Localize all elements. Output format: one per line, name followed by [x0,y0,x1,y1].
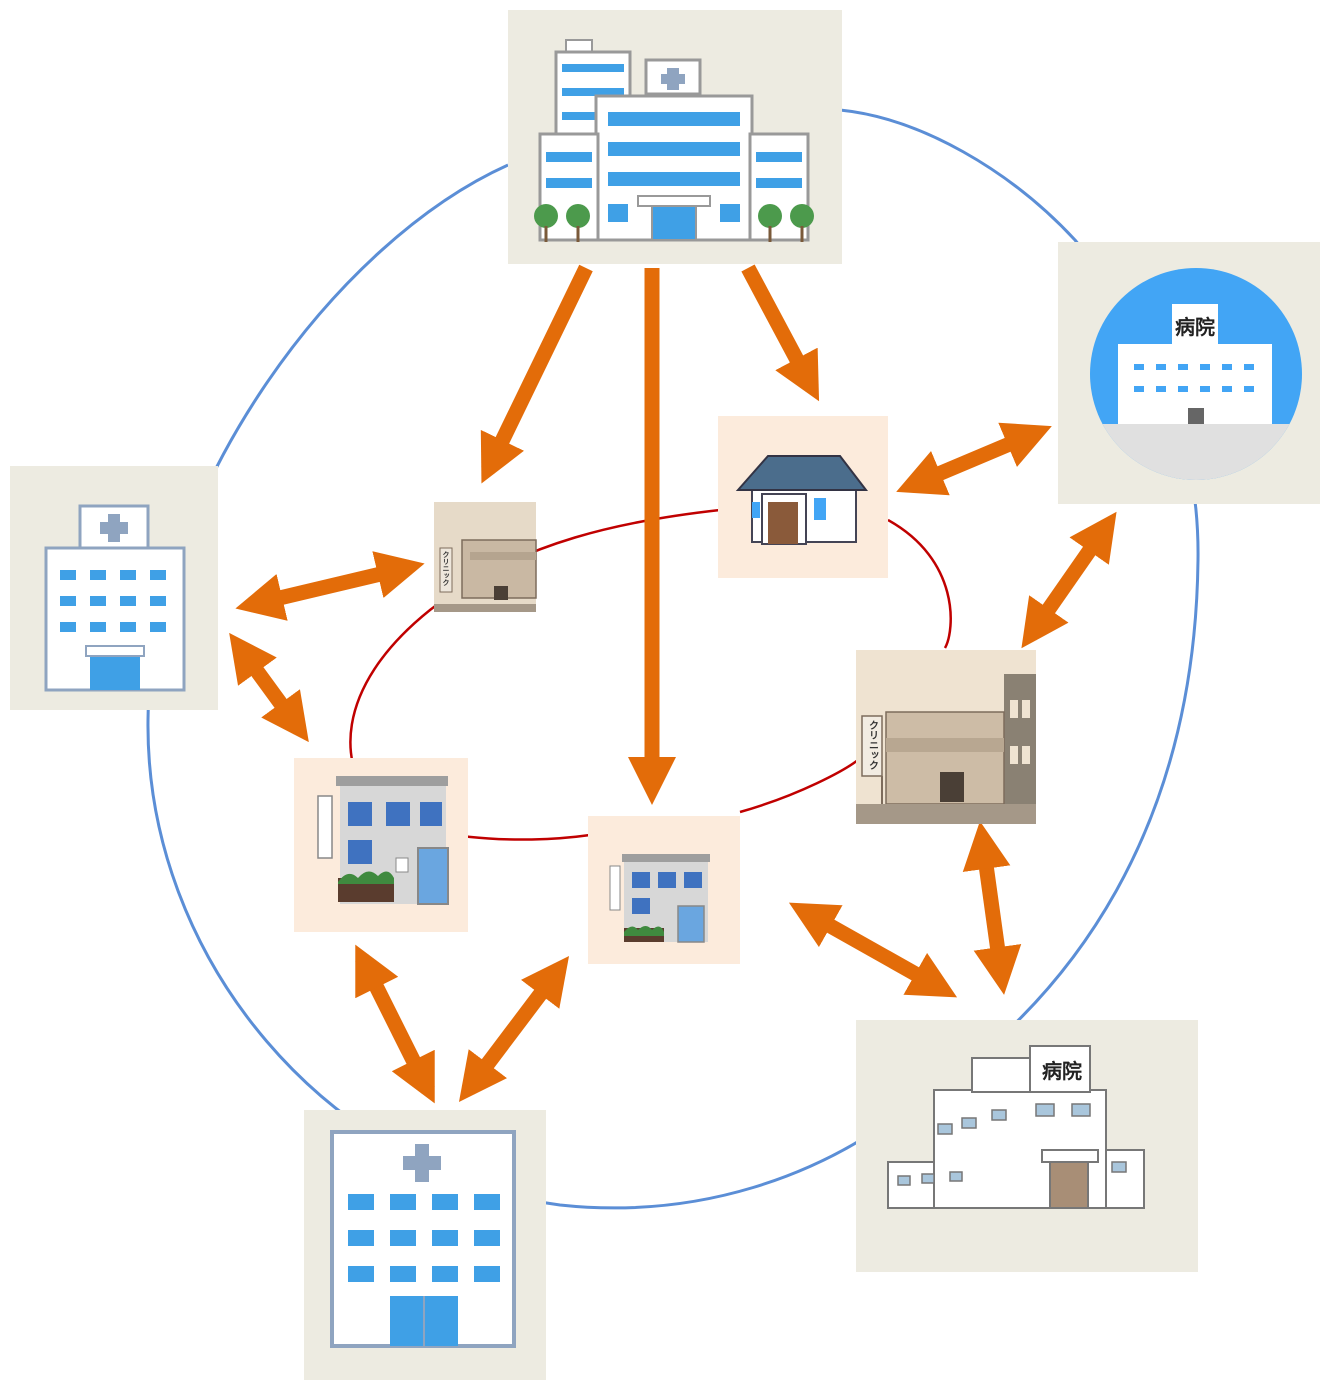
hospital-building-icon: 病院 [856,1020,1198,1272]
arrow-hospital-left-clinic-small [235,551,425,621]
clinic-large-sign: クリニック [867,720,879,770]
arrow-hub-to-clinic-house [741,264,820,402]
arrow-hub-to-clinic-small [480,264,593,484]
arrow-hospital-left-clinic-office-left [229,632,309,743]
arrow-clinic-office-center-hospital-bottom [458,956,570,1102]
hospital-circle-icon: 病院 [1058,242,1320,504]
arrows [229,264,1117,1104]
arrow-clinic-house-hospital-circle [896,422,1052,496]
arrow-clinic-office-left-hospital-bottom [355,944,435,1104]
arrow-clinic-large-hospital-bottom-right [962,821,1022,995]
clinic-building-icon: クリニック [434,502,537,612]
arrow-clinic-office-center-hospital-bottom-right [788,902,958,998]
hospital-circle-sign: 病院 [1175,315,1215,339]
arrow-hospital-circle-clinic-large [1021,511,1117,649]
hospital-cross-icon [304,1110,546,1380]
office-clinic-icon [588,816,740,964]
hospital-cross-icon [10,466,218,710]
house-clinic-icon [718,416,888,578]
clinic-building-icon: クリニック [856,650,1036,824]
hospital-bottom-right-sign: 病院 [1042,1059,1082,1083]
clinic-small-sign: クリニック [442,551,450,586]
office-clinic-icon [294,758,468,932]
hospital-complex-icon [508,10,842,264]
